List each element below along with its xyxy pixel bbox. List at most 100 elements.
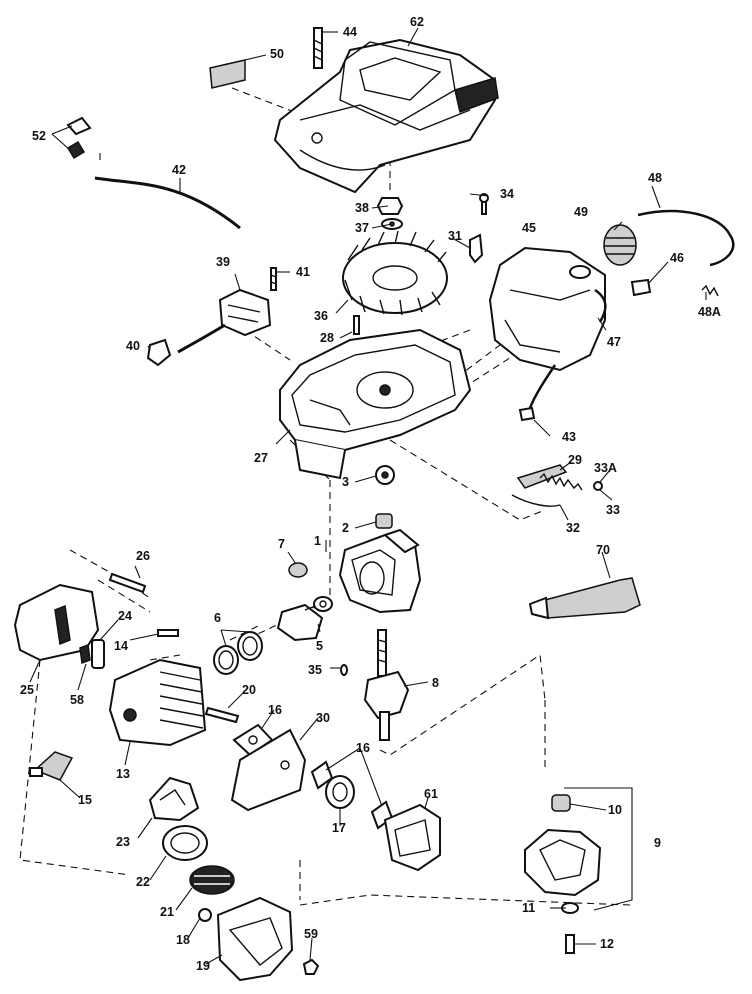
part-50-decal: [209, 59, 246, 89]
part-48-strap: [637, 209, 735, 267]
label-part-20: 20: [242, 683, 256, 697]
label-part-35: 35: [308, 663, 322, 677]
part-8-crankshaft: [363, 629, 410, 741]
part-34-screw: [479, 193, 489, 215]
part-24-58-gasket: [79, 639, 105, 669]
part-39-coil: [177, 288, 272, 354]
part-18-clip: [198, 908, 212, 922]
label-part-15: 15: [78, 793, 92, 807]
part-62-shroud: [273, 38, 499, 194]
label-part-30: 30: [316, 711, 330, 725]
label-part-16: 16: [268, 703, 282, 717]
label-part-16-b: 16: [356, 741, 370, 755]
label-part-48a: 48A: [698, 305, 721, 319]
callout-labels: 44 62 50 52 42 38 37 34 31 45 49 48 46 4…: [20, 15, 721, 973]
part-70-tube: [528, 577, 641, 620]
label-part-18: 18: [176, 933, 190, 947]
label-part-24: 24: [118, 609, 132, 623]
part-25-cover: [13, 583, 100, 662]
part-22-filter: [162, 825, 208, 861]
part-36-flywheel: [342, 230, 448, 316]
part-41-screw: [270, 267, 277, 291]
label-part-17: 17: [332, 821, 346, 835]
label-part-33a: 33A: [594, 461, 617, 475]
label-part-13: 13: [116, 767, 130, 781]
part-31-bracket: [469, 233, 484, 264]
label-part-39: 39: [216, 255, 230, 269]
label-part-42: 42: [172, 163, 186, 177]
label-part-44: 44: [343, 25, 357, 39]
label-part-22: 22: [136, 875, 150, 889]
label-part-62: 62: [410, 15, 424, 29]
part-9-10-11-12-housing: [524, 794, 602, 954]
part-26-screw: [108, 572, 147, 594]
part-16-17-spacer: [310, 760, 394, 830]
label-part-25: 25: [20, 683, 34, 697]
leader-lines: [29, 27, 707, 965]
label-part-70: 70: [596, 543, 610, 557]
label-part-58: 58: [70, 693, 84, 707]
part-14-screw: [157, 629, 179, 637]
part-5-piston: [276, 596, 333, 642]
part-43-clip: [518, 406, 536, 422]
part-15-plug: [29, 751, 74, 781]
part-20-pin: [204, 706, 240, 724]
label-part-10: 10: [608, 803, 622, 817]
label-part-2: 2: [342, 521, 349, 535]
label-part-41: 41: [296, 265, 310, 279]
label-part-9: 9: [654, 836, 661, 850]
label-part-3: 3: [342, 475, 349, 489]
part-42-wire: [94, 176, 241, 230]
part-47-line: [528, 288, 607, 409]
label-part-47: 47: [607, 335, 621, 349]
part-52-clip: [66, 116, 92, 160]
label-part-40: 40: [126, 339, 140, 353]
label-part-33: 33: [606, 503, 620, 517]
label-part-46: 46: [670, 251, 684, 265]
label-part-45: 45: [522, 221, 536, 235]
label-part-38: 38: [355, 201, 369, 215]
label-part-48: 48: [648, 171, 662, 185]
label-part-11: 11: [522, 901, 535, 915]
label-part-23: 23: [116, 835, 130, 849]
label-part-6: 6: [214, 611, 221, 625]
label-part-21: 21: [160, 905, 174, 919]
part-61-carburetor: [383, 803, 441, 872]
label-part-26: 26: [136, 549, 150, 563]
part-7-bearing: [288, 562, 308, 578]
part-21-screen: [189, 865, 235, 895]
label-part-29: 29: [568, 453, 582, 467]
label-part-34: 34: [500, 187, 514, 201]
label-part-19: 19: [196, 959, 210, 973]
label-part-37: 37: [355, 221, 369, 235]
part-28-screw: [353, 315, 360, 335]
label-part-28: 28: [320, 331, 334, 345]
part-1-crankcase: [338, 528, 422, 614]
label-part-7: 7: [278, 537, 285, 551]
part-46-fitting: [630, 278, 652, 297]
label-part-52: 52: [32, 129, 46, 143]
label-part-5: 5: [316, 639, 323, 653]
part-27-housing: [279, 328, 472, 480]
label-part-27: 27: [254, 451, 268, 465]
part-45-tank: [488, 246, 606, 372]
part-44-screw: [313, 27, 323, 69]
label-part-1: 1: [314, 534, 321, 548]
label-part-32: 32: [566, 521, 580, 535]
part-29-33-32-trigger: [511, 464, 603, 507]
part-3-2-seal-bearing: [375, 465, 395, 529]
label-part-61: 61: [424, 787, 438, 801]
part-23-intake: [148, 776, 200, 822]
label-part-43: 43: [562, 430, 576, 444]
label-part-59: 59: [304, 927, 318, 941]
part-48a-spring: [701, 284, 719, 297]
part-49-cap: [603, 224, 637, 266]
part-59-nut: [302, 958, 320, 975]
part-19-muffler: [216, 896, 294, 982]
label-part-8: 8: [432, 676, 439, 690]
label-part-50: 50: [270, 47, 284, 61]
part-35-key: [340, 664, 348, 676]
part-30-shield: [230, 728, 307, 812]
